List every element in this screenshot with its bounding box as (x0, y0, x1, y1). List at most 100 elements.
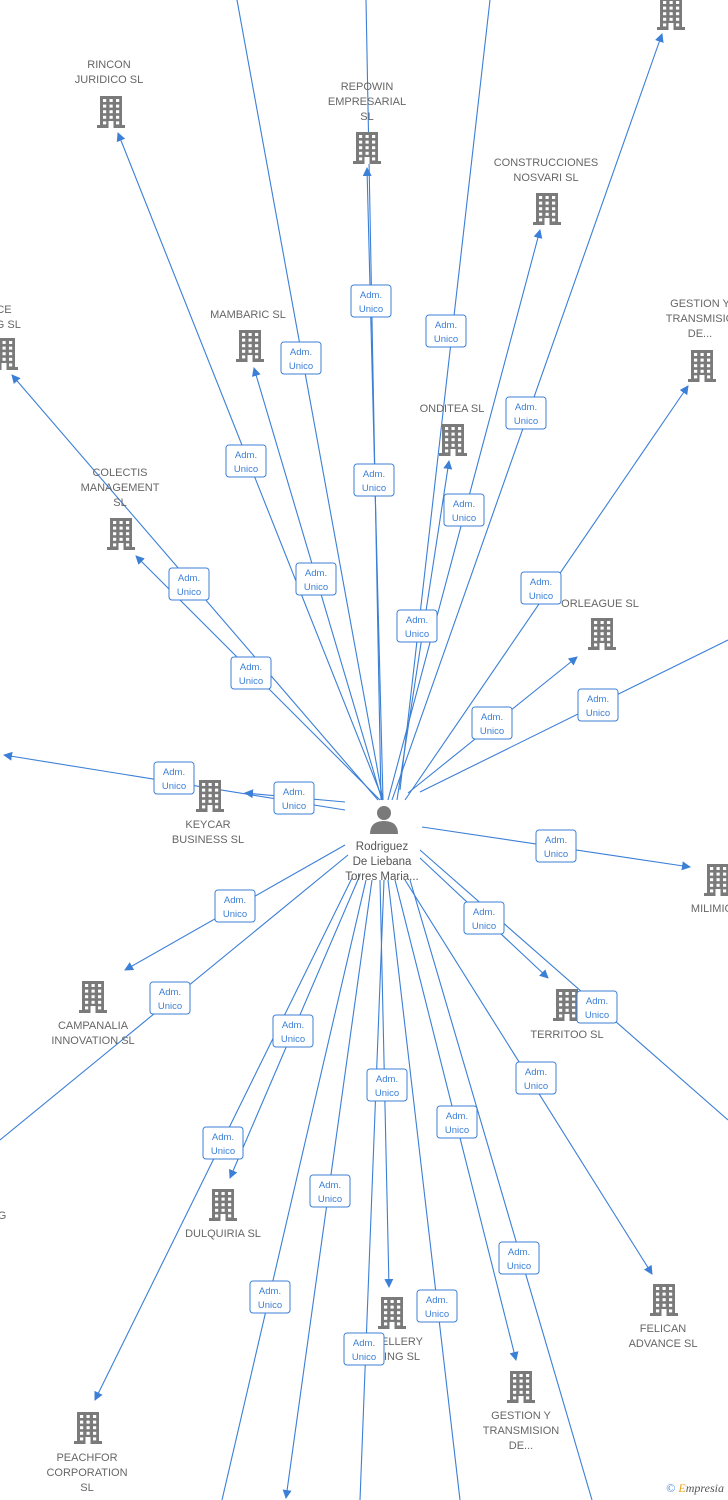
company-label: ELLERY (381, 1336, 424, 1348)
company-label: TRANSMISION (483, 1425, 559, 1437)
building-icon (79, 981, 107, 1013)
building-icon (378, 1297, 406, 1329)
building-icon (209, 1189, 237, 1221)
company-label: ONDITEA SL (420, 403, 485, 415)
company-label: DE... (688, 328, 712, 340)
role-line: Unico (544, 849, 568, 860)
company-node-left-edge[interactable]: CEOG SL (0, 304, 21, 370)
company-node-gestion-top[interactable]: GESTION YTRANSMISIODE... (666, 298, 728, 382)
role-label-adm-unico: Adm.Unico (295, 562, 337, 596)
role-label-adm-unico: Adm.Unico (309, 1174, 351, 1208)
role-line: Unico (514, 416, 538, 427)
person-name-line: De Liebana (353, 856, 412, 868)
company-label: ADVANCE SL (629, 1338, 698, 1350)
role-label-adm-unico: Adm.Unico (273, 781, 315, 815)
role-line: Adm. (435, 320, 457, 331)
role-line: Adm. (224, 895, 246, 906)
role-label-adm-unico: Adm.Unico (366, 1068, 408, 1102)
role-label-adm-unico: Adm. Unico (515, 1061, 557, 1095)
role-line: Unico (359, 304, 383, 315)
company-label: NOSVARI SL (513, 172, 578, 184)
role-line: Unico (445, 1125, 469, 1136)
role-line: Unico (507, 1261, 531, 1272)
building-icon (97, 96, 125, 128)
role-line: Adm. (453, 499, 475, 510)
company-label: JURIDICO SL (75, 74, 143, 86)
role-line: Unico (162, 781, 186, 792)
company-node-gestion-bottom[interactable]: GESTION YTRANSMISIONDE... (483, 1371, 559, 1452)
company-label: PEACHFOR (56, 1452, 117, 1464)
role-line: Adm. (481, 712, 503, 723)
company-label: CORPORATION (46, 1467, 127, 1479)
building-icon (353, 132, 381, 164)
role-label-adm-unico: Adm.Unico (577, 688, 619, 722)
company-node-milimig[interactable]: MILIMIG (691, 864, 728, 915)
role-line: Unico (223, 909, 247, 920)
company-node-territoo[interactable]: TERRITOO SL (530, 989, 604, 1041)
role-label-adm-unico: Adm.Unico (350, 284, 392, 318)
roles-layer: Adm.UnicoAdm.UnicoAdm.UnicoAdm.UnicoAdm.… (149, 284, 619, 1366)
company-node-dulquiria[interactable]: DULQUIRIA SL (185, 1189, 261, 1240)
building-icon (107, 518, 135, 550)
company-label: REPOWIN (341, 81, 394, 93)
building-icon (236, 330, 264, 362)
company-label: SL (80, 1482, 93, 1494)
person-icon (370, 806, 398, 834)
company-node-orleague[interactable]: ORLEAGUE SL (561, 598, 639, 650)
company-node-onditea[interactable]: ONDITEA SL (420, 403, 485, 456)
brand-initial: E (678, 1481, 686, 1495)
company-label: INNOVATION SL (51, 1035, 134, 1047)
company-node-mambaric[interactable]: MAMBARIC SL (210, 309, 286, 362)
relation-edge (387, 879, 461, 1500)
role-label-adm-unico: Adm.Unico (436, 1105, 478, 1139)
role-line: Unico (529, 591, 553, 602)
building-icon (588, 618, 616, 650)
role-line: Unico (585, 1010, 609, 1021)
role-label-adm-unico: Adm.Unico (230, 656, 272, 690)
company-node-top-right[interactable] (657, 0, 685, 30)
role-label-adm-unico: Adm. Unico (225, 444, 267, 478)
role-line: Unico (281, 1034, 305, 1045)
role-label-adm-unico: Adm. Unico (272, 1014, 314, 1048)
company-label: GESTION Y (670, 298, 728, 310)
role-label-adm-unico: Adm.Unico (149, 981, 191, 1015)
role-line: Unico (158, 1001, 182, 1012)
role-line: Unico (480, 726, 504, 737)
role-line: Adm. (178, 573, 200, 584)
relation-edge (221, 879, 367, 1500)
role-line: Adm. (235, 450, 257, 461)
role-label-adm-unico: Adm.Unico (168, 567, 210, 601)
role-line: Unico (234, 464, 258, 475)
company-label: G (0, 1210, 6, 1222)
role-line: Adm. (163, 767, 185, 778)
role-line: Unico (352, 1352, 376, 1363)
building-icon (507, 1371, 535, 1403)
role-line: Unico (524, 1081, 548, 1092)
relation-edge (399, 0, 491, 791)
company-node-peachfor[interactable]: PEACHFOR CORPORATION SL (46, 1412, 128, 1494)
role-line: Adm. (282, 1020, 304, 1031)
building-icon (704, 864, 728, 896)
company-label: CE (0, 304, 12, 316)
role-line: Adm. (525, 1067, 547, 1078)
role-label-adm-unico: Adm.Unico (443, 493, 485, 527)
role-line: Unico (434, 334, 458, 345)
relation-edge (409, 879, 593, 1500)
role-line: Adm. (515, 402, 537, 413)
company-node-g-edge[interactable]: G (0, 1174, 6, 1222)
role-line: Unico (211, 1146, 235, 1157)
role-line: Unico (258, 1300, 282, 1311)
role-line: Adm. (508, 1247, 530, 1258)
role-label-adm-unico: Adm.Unico (520, 571, 562, 605)
role-line: Adm. (363, 469, 385, 480)
